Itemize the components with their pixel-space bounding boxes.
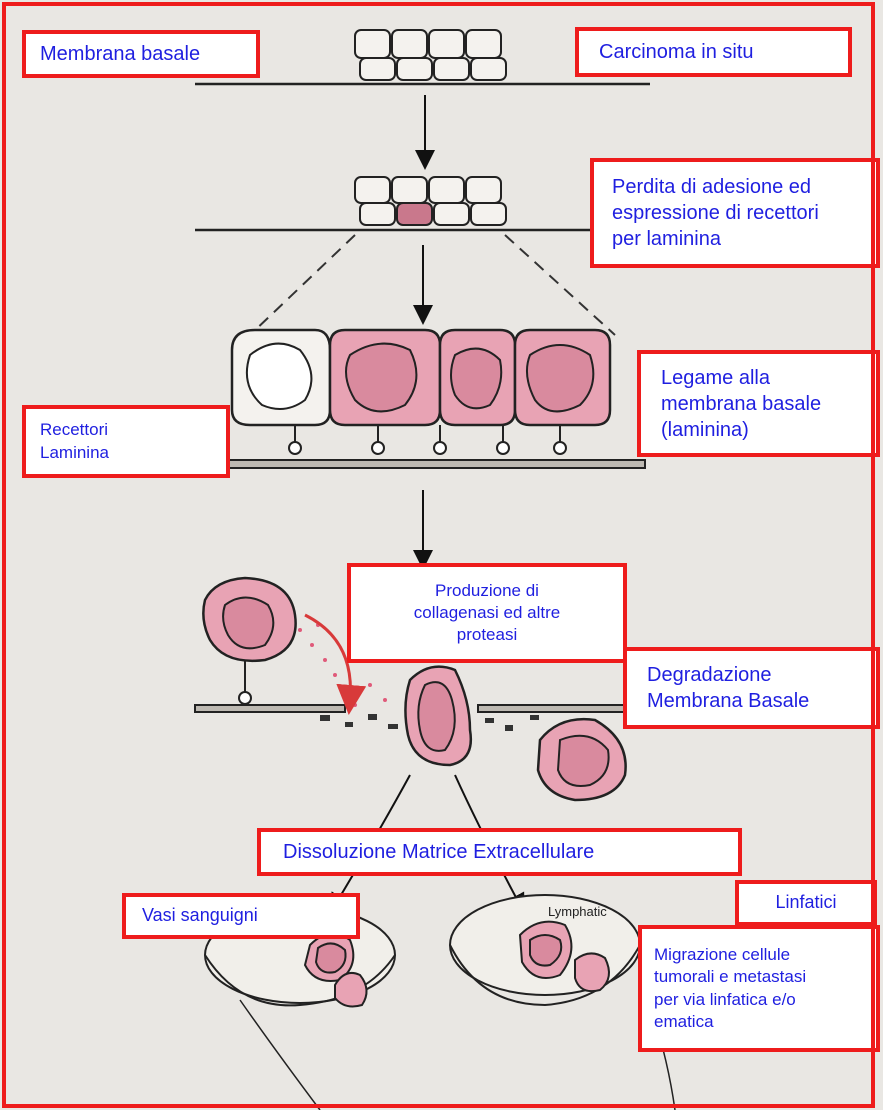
label-linfatici: Linfatici bbox=[735, 880, 877, 926]
carcinoma-in-situ-cells bbox=[355, 30, 506, 80]
label-perdita-adesione: Perdita di adesione ed espressione di re… bbox=[590, 158, 880, 268]
enlarged-cells bbox=[232, 330, 610, 425]
label-dissoluzione: Dissoluzione Matrice Extracellulare bbox=[257, 828, 742, 876]
receptor-head bbox=[239, 692, 251, 704]
basement-membrane-band bbox=[225, 460, 645, 468]
label-vasi-sanguigni: Vasi sanguigni bbox=[122, 893, 360, 939]
label-membrana-basale: Membrana basale bbox=[22, 30, 260, 78]
label-legame-membrana: Legame alla membrana basale (laminina) bbox=[637, 350, 880, 457]
label-degradazione: Degradazione Membrana Basale bbox=[623, 647, 880, 729]
membrane-fragment-left bbox=[195, 705, 345, 712]
label-produzione-collagenasi: Produzione di collagenasi ed altre prote… bbox=[347, 563, 627, 663]
adhesion-loss-cells bbox=[355, 177, 506, 225]
label-recettori-laminina: Recettori Laminina bbox=[22, 405, 230, 478]
label-migrazione: Migrazione cellule tumorali e metastasi … bbox=[638, 925, 880, 1052]
lymphatic-photo-label: Lymphatic bbox=[548, 904, 607, 919]
membrane-fragment-right bbox=[478, 705, 638, 712]
label-carcinoma-in-situ: Carcinoma in situ bbox=[575, 27, 852, 77]
